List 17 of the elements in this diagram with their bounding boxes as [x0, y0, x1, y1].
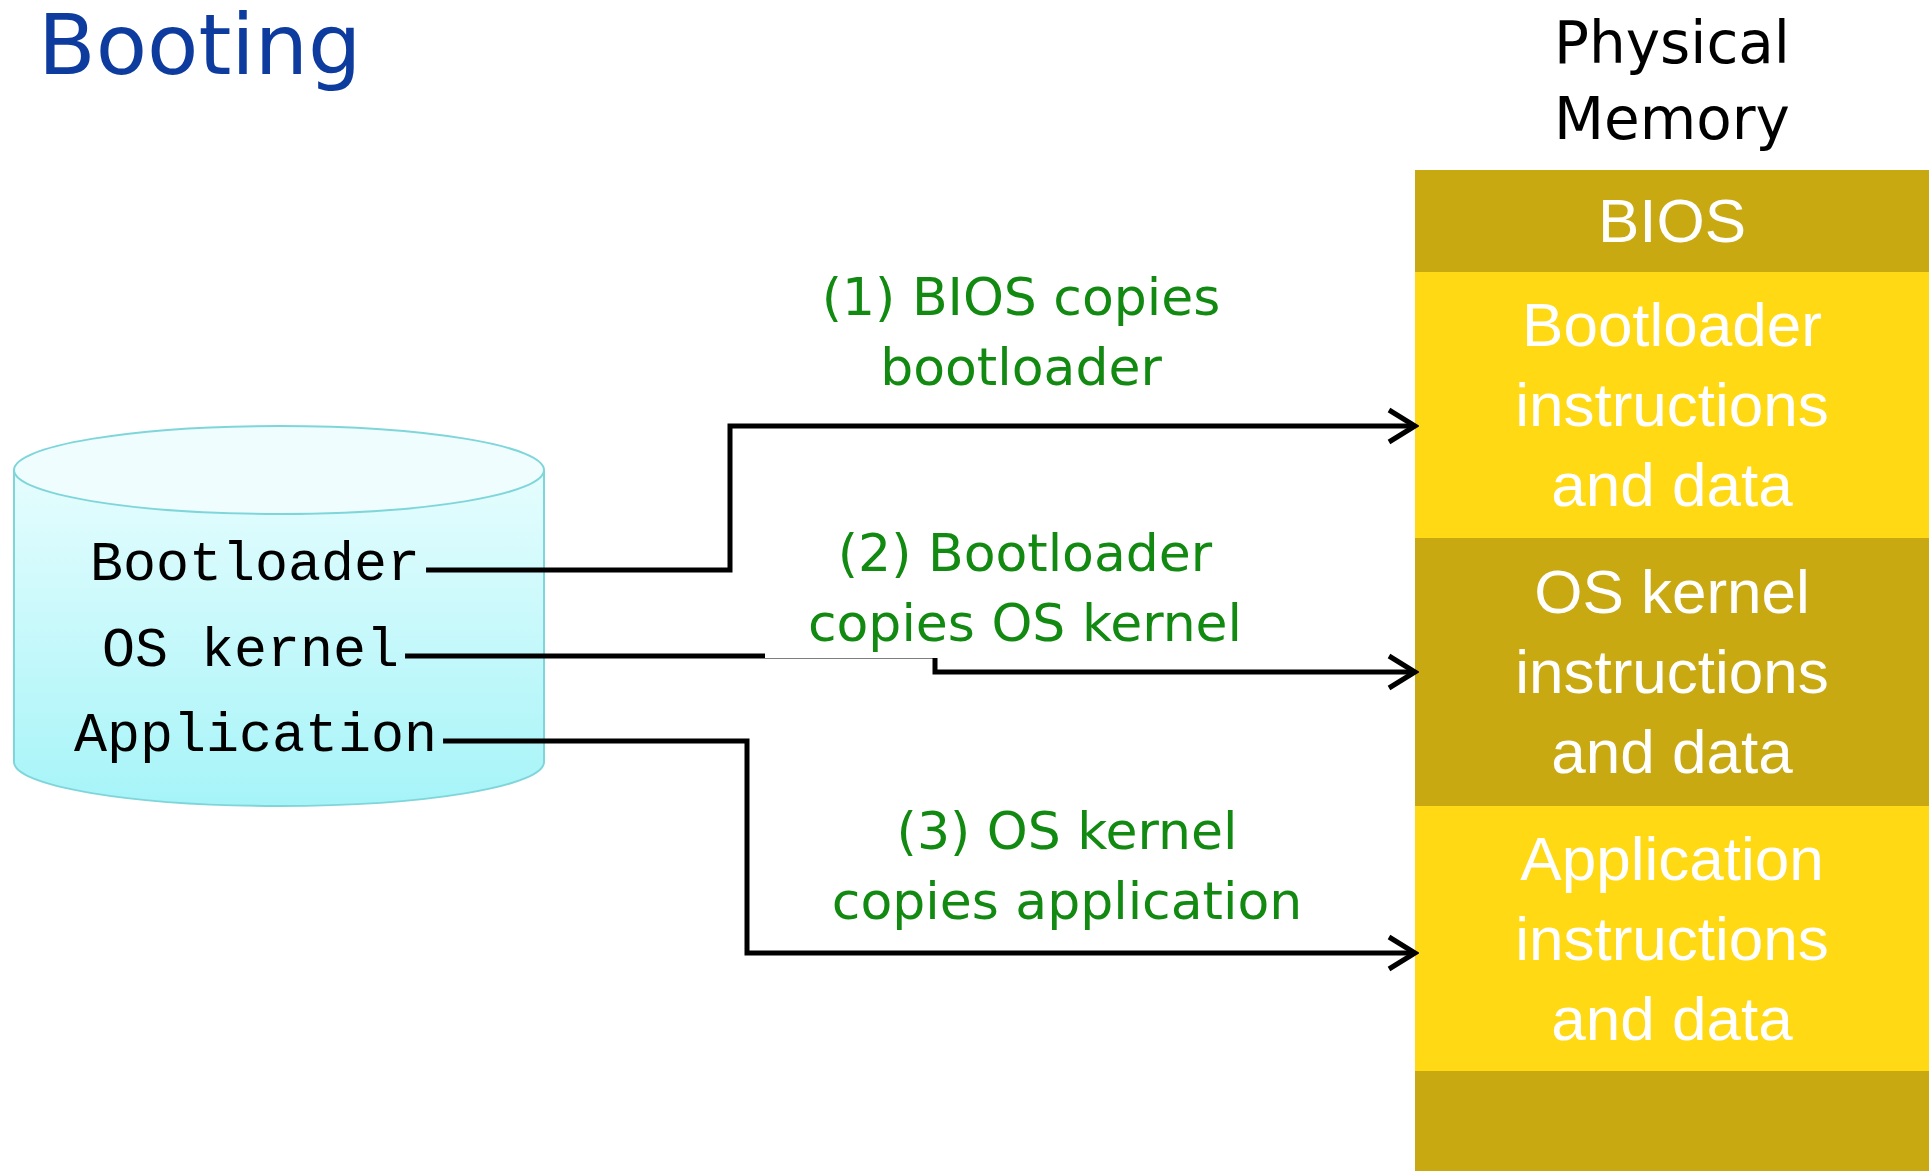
- memory-region: [1415, 538, 1929, 806]
- region-label: Application instructions and data: [1514, 822, 1830, 1055]
- arrow: [443, 738, 1418, 972]
- memory-region: [1415, 272, 1929, 538]
- title: Booting: [38, 0, 362, 94]
- file-label: Application: [74, 705, 438, 769]
- file-label: OS kernel: [102, 620, 400, 684]
- arrow: [426, 407, 1418, 573]
- memory-region: [1415, 806, 1929, 1071]
- column-heading: Physical Memory: [1553, 8, 1791, 155]
- region-label: BIOS: [1597, 185, 1747, 257]
- memory-region: [1415, 1071, 1929, 1171]
- file-label: Bootloader: [90, 534, 421, 598]
- memory-region: [1415, 170, 1929, 272]
- region-label: Bootloader instructions and data: [1514, 289, 1830, 521]
- arrow: [405, 653, 1418, 691]
- region-label: OS kernel instructions and data: [1514, 556, 1830, 788]
